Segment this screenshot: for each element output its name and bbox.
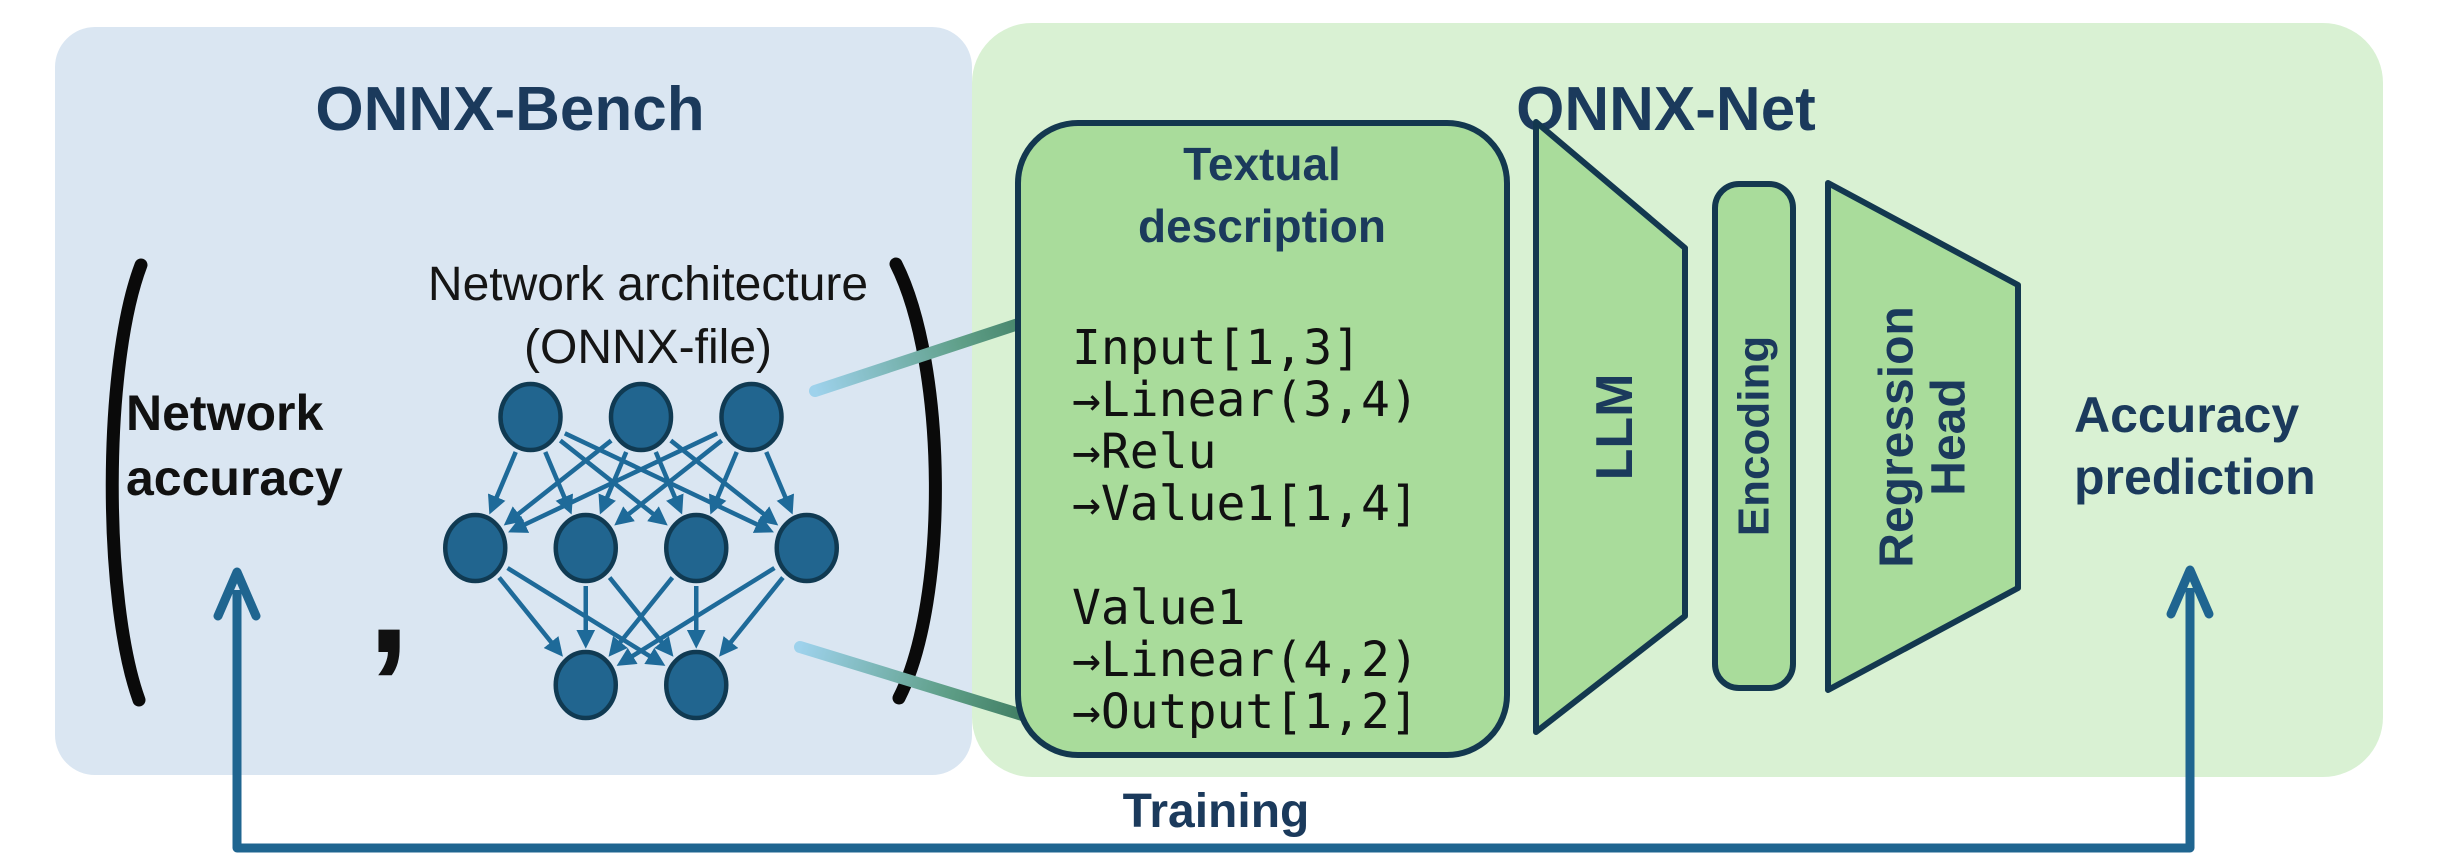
network-accuracy-line2: accuracy xyxy=(126,450,343,506)
left-parenthesis xyxy=(105,258,148,707)
nn-node xyxy=(443,512,508,584)
llm-label: LLM xyxy=(1586,374,1644,481)
accuracy-prediction-line1: Accuracy xyxy=(2074,387,2299,443)
llm-trapezoid xyxy=(1533,119,1688,735)
code-line: →Value1[1,4] xyxy=(1072,476,1419,532)
code-line: →Relu xyxy=(1072,424,1217,480)
nn-edge xyxy=(497,576,563,657)
right-parenthesis xyxy=(889,257,942,705)
nn-node xyxy=(608,381,674,453)
nn-edge xyxy=(503,438,613,526)
textual-description-box xyxy=(1015,120,1510,758)
textual-description-title-line1: Textual xyxy=(1183,138,1341,190)
regression-head-label-line2: Head xyxy=(1923,378,1976,495)
encoding-rect xyxy=(1712,181,1796,691)
onnx-bench-title: ONNX-Bench xyxy=(315,75,704,144)
code-line: →Output[1,2] xyxy=(1072,684,1419,740)
code-line: Value1 xyxy=(1072,580,1245,636)
nn-edge xyxy=(764,451,794,515)
nn-edge xyxy=(508,431,719,533)
nn-node xyxy=(719,381,784,453)
encoding-label: Encoding xyxy=(1730,336,1779,536)
training-loop-line xyxy=(232,588,2195,853)
textual-description-title-line2: description xyxy=(1138,200,1386,252)
nn-node xyxy=(498,381,563,453)
code-line: Input[1,3] xyxy=(1072,320,1361,376)
nn-edge xyxy=(719,576,785,657)
nn-edge xyxy=(616,566,776,666)
network-accuracy-line1: Network xyxy=(126,385,323,441)
onnx-net-title: ONNX-Net xyxy=(1516,75,1816,144)
nn-edge xyxy=(608,576,675,657)
regression-head-trapezoid xyxy=(1825,180,2021,693)
code-line: →Linear(4,2) xyxy=(1072,632,1419,688)
regression-head-label-line1: Regression xyxy=(1871,306,1924,567)
training-label: Training xyxy=(1123,785,1310,838)
nn-node xyxy=(774,512,839,584)
onnx-code-block: Input[1,3] →Linear(3,4) →Relu →Value1[1,… xyxy=(1072,320,1419,740)
nn-node xyxy=(553,649,618,721)
code-line: →Linear(3,4) xyxy=(1072,372,1419,428)
network-architecture-line2: (ONNX-file) xyxy=(524,321,772,374)
nn-edge xyxy=(709,451,739,515)
neural-network-graphic xyxy=(443,381,839,721)
nn-node xyxy=(664,512,729,584)
nn-edge xyxy=(614,438,724,526)
matrix-comma: , xyxy=(368,516,410,684)
accuracy-prediction-line2: prediction xyxy=(2074,449,2316,505)
nn-node xyxy=(664,649,729,721)
arrow-up-left-icon xyxy=(213,567,261,621)
nn-node xyxy=(553,512,618,584)
arrow-up-right-icon xyxy=(2166,565,2214,619)
nn-edge xyxy=(488,451,518,515)
network-architecture-line1: Network architecture xyxy=(428,258,868,311)
